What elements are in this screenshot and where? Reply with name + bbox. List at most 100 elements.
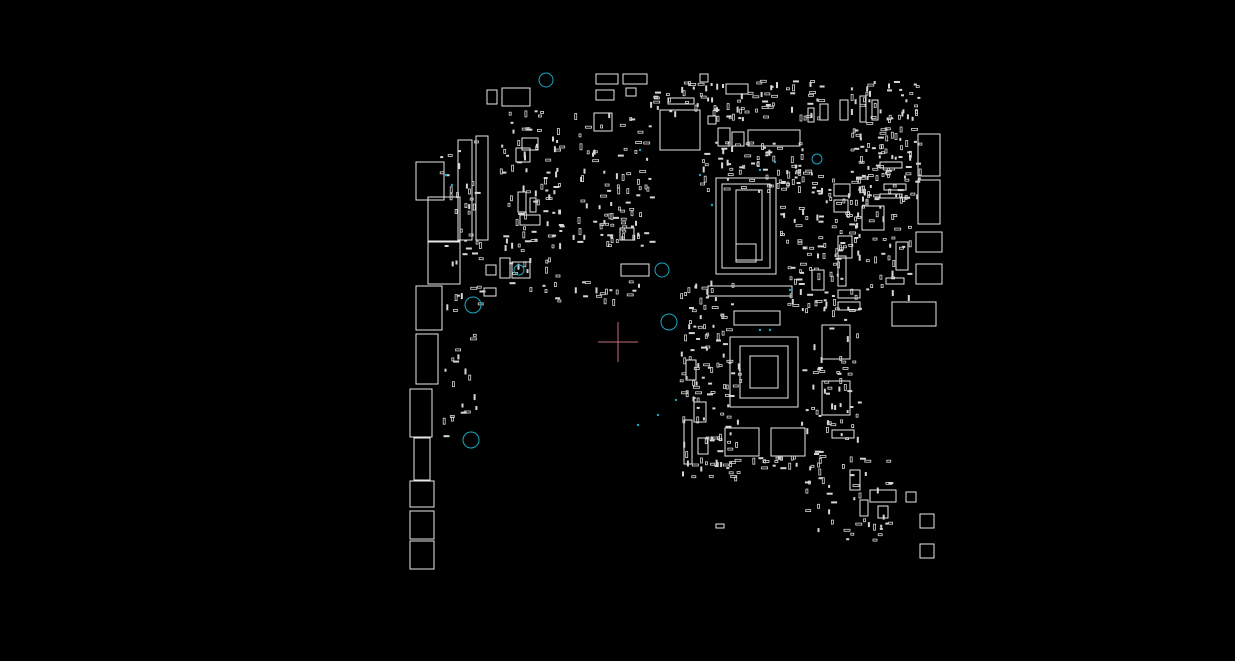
smd-pad[interactable] [795,169,801,173]
smd-pad[interactable] [610,238,614,244]
smd-pad[interactable] [819,215,824,218]
smd-pad[interactable] [604,183,610,187]
smd-pad[interactable] [595,287,598,294]
smd-pad[interactable] [716,339,721,342]
smd-pad[interactable] [464,239,468,242]
smd-pad[interactable] [800,262,807,266]
smd-pad[interactable] [640,244,644,247]
smd-pad[interactable] [655,91,661,94]
smd-pad[interactable] [715,141,719,144]
smd-pad[interactable] [780,455,783,461]
smd-pad[interactable] [460,411,467,414]
smd-pad[interactable] [890,131,894,139]
smd-pad[interactable] [792,303,800,307]
smd-pad[interactable] [839,377,843,384]
smd-pad[interactable] [710,288,714,293]
smd-pad[interactable] [813,344,816,351]
smd-pad[interactable] [736,419,739,425]
smd-pad[interactable] [741,186,747,190]
smd-pad[interactable] [630,211,634,217]
smd-pad[interactable] [839,230,843,235]
smd-pad[interactable] [735,143,741,147]
smd-pad[interactable] [849,406,854,408]
smd-pad[interactable] [899,137,902,141]
smd-pad[interactable] [608,113,611,119]
smd-pad[interactable] [801,176,805,183]
smd-pad[interactable] [725,384,729,390]
smd-pad[interactable] [907,151,912,154]
smd-pad[interactable] [700,466,703,472]
smd-pad[interactable] [790,156,794,164]
smd-pad[interactable] [606,240,610,247]
smd-pad[interactable] [819,370,826,373]
smd-pad[interactable] [517,140,521,146]
smd-pad[interactable] [849,308,856,312]
smd-pad[interactable] [829,271,833,277]
smd-pad[interactable] [833,262,837,266]
smd-pad[interactable] [729,432,732,436]
smd-pad[interactable] [762,100,769,103]
smd-pad[interactable] [851,424,855,429]
smd-pad[interactable] [464,368,467,375]
smd-pad[interactable] [674,111,677,118]
smd-pad[interactable] [726,115,732,118]
smd-pad[interactable] [840,433,843,437]
smd-pad[interactable] [794,278,797,285]
smd-pad[interactable] [901,111,904,117]
smd-pad[interactable] [869,185,872,188]
smd-pad[interactable] [762,460,770,463]
smd-pad[interactable] [847,390,853,393]
smd-pad[interactable] [913,83,917,86]
smd-pad[interactable] [803,115,807,121]
connector-block[interactable] [409,510,435,540]
smd-pad[interactable] [517,263,520,270]
smd-pad[interactable] [891,236,896,240]
smd-pad[interactable] [817,366,823,369]
smd-pad[interactable] [850,87,853,91]
smd-pad[interactable] [858,188,862,191]
smd-pad[interactable] [688,81,691,86]
smd-pad[interactable] [831,403,834,410]
smd-pad[interactable] [798,142,803,146]
smd-pad[interactable] [694,104,698,112]
smd-pad[interactable] [788,462,792,470]
smd-pad[interactable] [865,91,869,96]
connector-block[interactable] [415,333,439,385]
smd-pad[interactable] [891,213,895,220]
smd-pad[interactable] [801,308,804,312]
connector-block[interactable] [415,285,443,331]
smd-pad[interactable] [692,396,695,402]
smd-pad[interactable] [710,390,716,394]
smd-pad[interactable] [858,186,861,190]
smd-pad[interactable] [819,454,827,458]
smd-pad[interactable] [825,200,828,204]
smd-pad[interactable] [756,81,763,85]
smd-pad[interactable] [818,99,826,102]
smd-pad[interactable] [523,226,526,231]
smd-pad[interactable] [713,105,717,109]
smd-pad[interactable] [911,116,914,121]
smd-pad[interactable] [818,414,822,417]
smd-pad[interactable] [695,381,698,386]
smd-pad[interactable] [621,173,625,181]
smd-pad[interactable] [454,294,458,302]
smd-pad[interactable] [727,440,731,444]
smd-pad[interactable] [905,172,912,176]
smd-pad[interactable] [603,298,607,305]
smd-pad[interactable] [478,257,484,261]
smd-pad[interactable] [904,195,908,200]
smd-pad[interactable] [503,148,507,154]
smd-pad[interactable] [826,392,830,395]
smd-pad[interactable] [842,463,845,469]
smd-pad[interactable] [814,450,821,453]
smd-pad[interactable] [517,243,521,248]
smd-pad[interactable] [721,330,725,336]
smd-pad[interactable] [619,123,626,127]
smd-pad[interactable] [722,353,725,358]
smd-pad[interactable] [812,186,817,189]
smd-pad[interactable] [918,142,923,146]
smd-pad[interactable] [540,111,544,114]
smd-pad[interactable] [638,283,640,288]
smd-pad[interactable] [876,487,879,494]
